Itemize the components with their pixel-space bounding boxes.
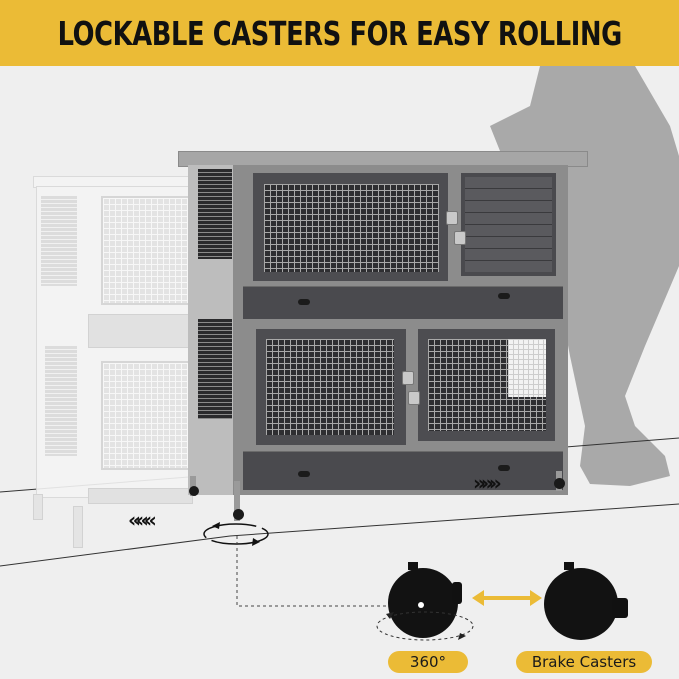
side-mesh-upper [198, 169, 232, 259]
upper-slat-door [461, 173, 556, 276]
rotate-360-icon [203, 522, 269, 546]
door-latch [408, 391, 420, 405]
pull-out-tray-lower [243, 451, 563, 490]
lower-mesh-door-left [266, 339, 394, 435]
header-banner: LOCKABLE CASTERS FOR EASY ROLLING [0, 0, 679, 66]
label-brake-casters: Brake Casters [516, 651, 652, 673]
upper-mesh-door [264, 184, 439, 272]
label-360: 360° [388, 651, 468, 673]
door-latch [454, 231, 466, 245]
caster-wheel [554, 478, 565, 489]
ghost-hutch [33, 176, 195, 548]
swivel-caster-icon [388, 562, 468, 642]
rotate-360-icon [376, 611, 474, 641]
motion-arrow-right-icon: »»» [473, 471, 502, 495]
door-latch [446, 211, 458, 225]
double-arrow-icon [472, 590, 542, 606]
door-latch [402, 371, 414, 385]
banner-title: LOCKABLE CASTERS FOR EASY ROLLING [57, 13, 622, 53]
motion-arrow-left-icon: ««« [128, 508, 157, 532]
side-mesh-lower [198, 319, 232, 419]
caster-wheel [189, 486, 199, 496]
main-hutch [178, 151, 588, 521]
pull-out-tray-upper [243, 286, 563, 319]
caster-wheel [233, 509, 244, 520]
brake-caster-icon [544, 562, 634, 642]
dashed-connector [236, 536, 388, 607]
product-scene: ««« »»» 360° Brake Casters [0, 66, 679, 679]
